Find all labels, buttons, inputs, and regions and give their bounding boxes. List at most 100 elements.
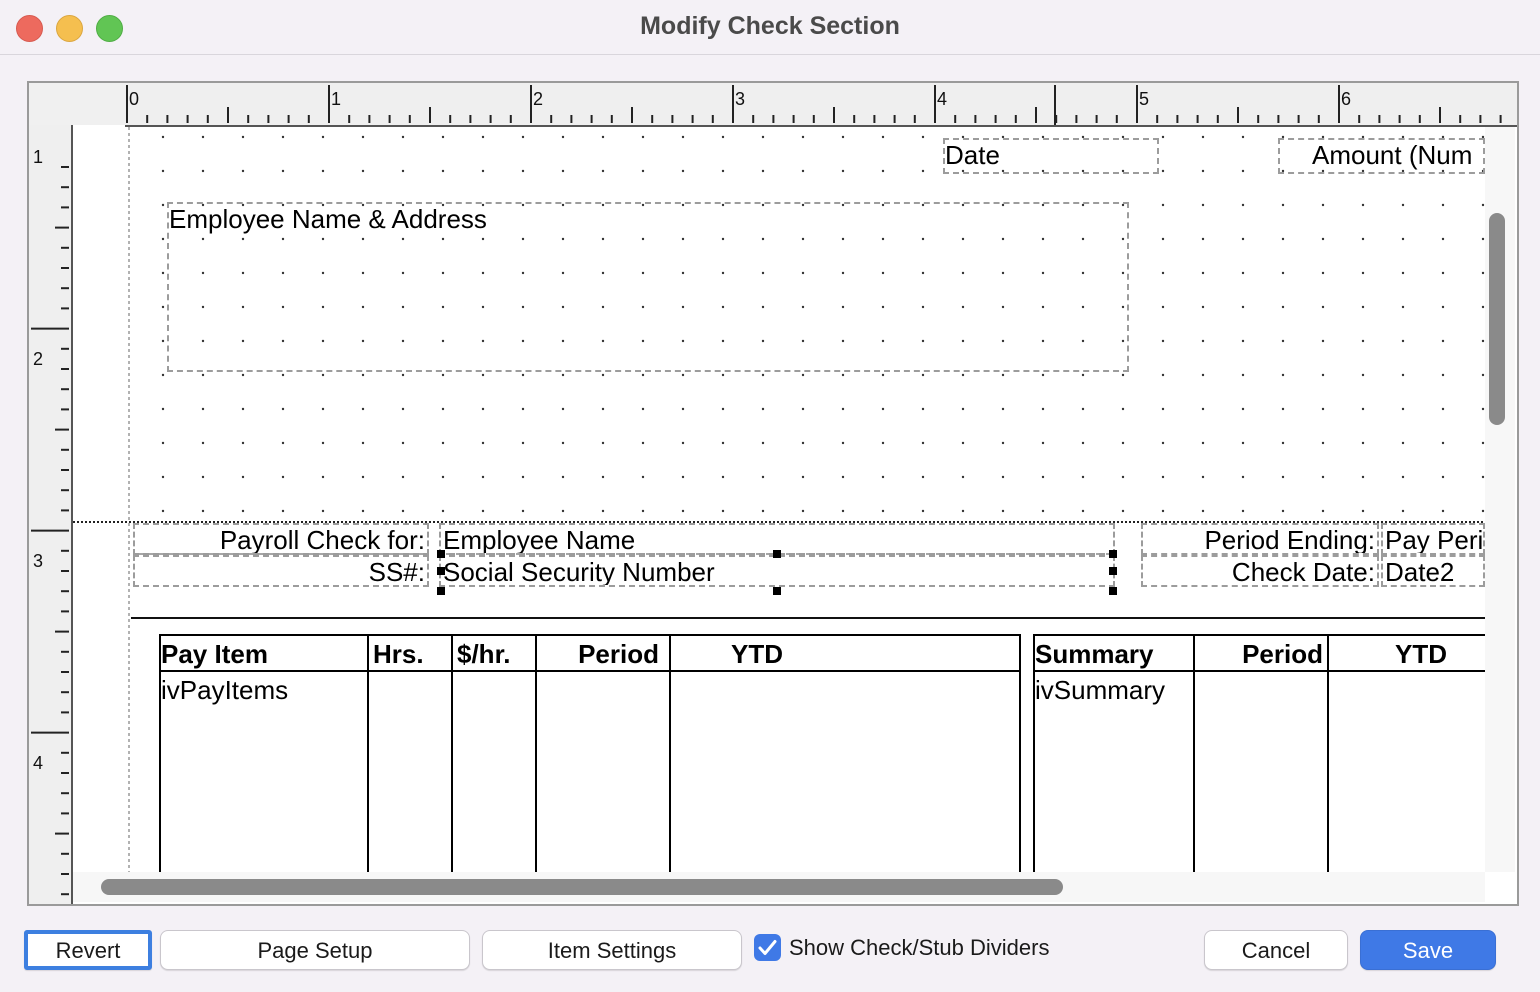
selection-handle[interactable] [1109, 567, 1117, 575]
grid-dot [681, 509, 685, 513]
grid-dot [1041, 271, 1045, 275]
ruler-mark-v1: 1 [33, 147, 44, 167]
pay-items-table[interactable]: Pay Item Hrs. $/hr. Period YTD ivPayItem… [159, 634, 1021, 872]
grid-dot [561, 441, 565, 445]
period-ending-field[interactable]: Pay Peri [1381, 523, 1485, 555]
layout-editor[interactable]: 0 1 2 3 4 5 6 1 2 3 4 Date Amount (Num [27, 81, 1519, 906]
ss-number-field[interactable]: Social Security Number [439, 555, 1115, 587]
save-button[interactable]: Save [1360, 930, 1496, 970]
grid-dot [401, 407, 405, 411]
grid-dot [1361, 203, 1365, 207]
selection-handle[interactable] [773, 587, 781, 595]
selection-handle[interactable] [437, 567, 445, 575]
horizontal-scrollbar-thumb[interactable] [101, 879, 1063, 895]
cancel-button[interactable]: Cancel [1204, 930, 1348, 970]
grid-dot [1001, 339, 1005, 343]
page-setup-button[interactable]: Page Setup [160, 930, 470, 970]
grid-dot [961, 407, 965, 411]
show-dividers-label[interactable]: Show Check/Stub Dividers [789, 935, 1050, 960]
grid-dot [721, 509, 725, 513]
grid-dot [1321, 475, 1325, 479]
minimize-window-button[interactable] [56, 15, 83, 42]
grid-dot [441, 509, 445, 513]
summary-table[interactable]: Summary Period YTD ivSummary [1033, 634, 1485, 872]
grid-dot [321, 441, 325, 445]
grid-dot [441, 271, 445, 275]
grid-dot [401, 475, 405, 479]
amount-field[interactable]: Amount (Num [1278, 138, 1485, 174]
period-ending-label[interactable]: Period Ending: [1141, 523, 1379, 555]
grid-dot [1321, 135, 1325, 139]
selection-handle[interactable] [773, 550, 781, 558]
grid-dot [321, 373, 325, 377]
check-date-label-text: Check Date: [1231, 557, 1375, 587]
selection-handle[interactable] [1109, 550, 1117, 558]
grid-dot [1361, 271, 1365, 275]
grid-dot [921, 169, 925, 173]
grid-dot [1481, 305, 1485, 309]
show-dividers-checkbox[interactable] [754, 934, 781, 961]
grid-dot [201, 509, 205, 513]
grid-dot [761, 237, 765, 241]
grid-dot [761, 407, 765, 411]
grid-dot [601, 203, 605, 207]
check-date-label[interactable]: Check Date: [1141, 555, 1379, 587]
grid-dot [281, 339, 285, 343]
grid-dot [1281, 305, 1285, 309]
grid-dot [1241, 271, 1245, 275]
zoom-window-button[interactable] [96, 15, 123, 42]
employee-address-block[interactable]: Employee Name & Address [167, 202, 1129, 372]
vertical-scrollbar-thumb[interactable] [1489, 213, 1505, 425]
grid-dot [801, 373, 805, 377]
grid-dot [681, 135, 685, 139]
grid-dot [881, 305, 885, 309]
grid-dot [201, 373, 205, 377]
grid-dot [961, 203, 965, 207]
grid-dot [801, 407, 805, 411]
selection-handle[interactable] [1109, 587, 1117, 595]
grid-dot [601, 509, 605, 513]
table-header-divider [161, 670, 1019, 672]
grid-dot [641, 203, 645, 207]
grid-dot [641, 169, 645, 173]
grid-dot [721, 271, 725, 275]
grid-dot [1201, 169, 1205, 173]
selection-handle[interactable] [437, 587, 445, 595]
period-ending-text: Pay Peri [1385, 525, 1484, 555]
grid-dot [281, 169, 285, 173]
grid-dot [681, 203, 685, 207]
check-layout-canvas[interactable]: Date Amount (Num Employee Name & Address… [73, 127, 1485, 872]
grid-dot [361, 475, 365, 479]
payroll-check-for-label[interactable]: Payroll Check for: [133, 523, 429, 555]
grid-dot [681, 475, 685, 479]
grid-dot [161, 509, 165, 513]
grid-dot [1161, 305, 1165, 309]
grid-dot [361, 407, 365, 411]
ruler-mark-v2: 2 [33, 349, 44, 369]
grid-dot [721, 203, 725, 207]
grid-dot [1401, 407, 1405, 411]
grid-dot [1041, 441, 1045, 445]
selection-handle[interactable] [437, 550, 445, 558]
grid-dot [161, 373, 165, 377]
grid-dot [641, 237, 645, 241]
revert-button[interactable]: Revert [24, 930, 152, 970]
grid-dot [921, 441, 925, 445]
item-settings-button[interactable]: Item Settings [482, 930, 742, 970]
rate-header: $/hr. [457, 639, 511, 669]
grid-dot [1001, 441, 1005, 445]
grid-dot [1321, 305, 1325, 309]
ruler-corner [29, 83, 126, 125]
grid-dot [841, 441, 845, 445]
ss-label[interactable]: SS#: [133, 555, 429, 587]
check-date-field[interactable]: Date2 [1381, 555, 1485, 587]
grid-dot [1441, 169, 1445, 173]
grid-dot [321, 339, 325, 343]
grid-dot [1201, 237, 1205, 241]
date-field-label: Date [945, 140, 1000, 170]
grid-dot [1241, 475, 1245, 479]
date-field[interactable]: Date [943, 138, 1159, 174]
grid-dot [801, 203, 805, 207]
close-window-button[interactable] [16, 15, 43, 42]
grid-dot [1401, 441, 1405, 445]
